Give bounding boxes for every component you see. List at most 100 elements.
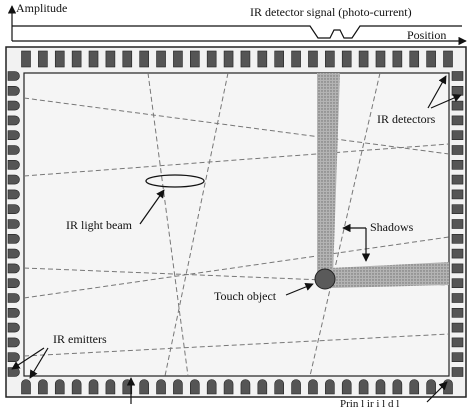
ir-emitter xyxy=(341,379,352,395)
ir-detectors-label: IR detectors xyxy=(377,112,436,126)
arrow-detectors-right xyxy=(430,94,462,109)
ir-emitter xyxy=(206,379,217,395)
ir-emitter xyxy=(7,115,20,126)
ir-light-beam-label: IR light beam xyxy=(66,218,132,232)
arrow-light-beam xyxy=(139,189,165,225)
ir-detector xyxy=(451,307,464,318)
ir-detector xyxy=(451,145,464,155)
ir-detector xyxy=(105,50,116,68)
ir-emitter xyxy=(325,379,335,395)
ir-detector xyxy=(156,50,166,68)
ir-emitter xyxy=(7,145,20,155)
ir-emitter xyxy=(409,379,420,395)
ir-detector xyxy=(274,50,285,68)
ir-detector xyxy=(451,71,464,81)
ir-emitter xyxy=(54,379,65,395)
ir-detector xyxy=(392,50,403,68)
ir-detector xyxy=(451,263,464,274)
ir-detector xyxy=(426,50,436,68)
ir-emitter xyxy=(7,352,20,362)
ir-detector xyxy=(451,293,464,303)
annotation-arrows xyxy=(11,75,462,404)
ir-emitters-label: IR emitters xyxy=(53,332,107,346)
ir-detector xyxy=(88,50,99,68)
ir-emitter xyxy=(156,379,166,395)
horizontal-shadow xyxy=(331,262,449,288)
ir-beams xyxy=(23,72,450,377)
ir-detector xyxy=(451,204,464,214)
ir-emitter xyxy=(105,379,116,395)
touch-object-label: Touch object xyxy=(214,289,277,303)
ir-emitter xyxy=(7,174,20,185)
ir-emitter xyxy=(7,308,20,318)
ir-emitter xyxy=(7,367,20,377)
shadows-label: Shadows xyxy=(370,220,414,234)
ir-emitter xyxy=(7,248,20,259)
ir-emitter xyxy=(443,379,453,395)
ir-emitter xyxy=(7,293,20,303)
bottom-cut-label: Prin l ir i l d l xyxy=(340,398,400,410)
ir-emitter xyxy=(7,234,20,244)
arrow-detectors-top xyxy=(427,75,447,109)
ir-emitter xyxy=(223,379,234,395)
ir-detector xyxy=(38,50,48,68)
ir-emitter xyxy=(7,322,20,333)
ir-detector xyxy=(451,130,464,140)
ir-detector xyxy=(325,50,335,68)
ir-detector xyxy=(139,50,149,68)
ir-emitter xyxy=(7,189,20,200)
ir-detector xyxy=(451,352,464,363)
ir-emitter xyxy=(291,379,301,395)
ir-detector xyxy=(122,50,133,68)
ir-detector xyxy=(451,322,464,333)
ir-detector xyxy=(54,50,65,68)
ir-emitter xyxy=(139,379,149,395)
ir-emitter xyxy=(257,379,268,395)
ir-light-beam-highlight xyxy=(145,174,205,188)
ir-emitter xyxy=(7,130,20,140)
ir-detector xyxy=(451,234,464,244)
ir-detector xyxy=(451,189,464,200)
ir-emitter xyxy=(7,86,20,96)
ir-emitter xyxy=(375,379,386,395)
ir-emitter xyxy=(21,379,31,395)
ir-emitter xyxy=(7,219,20,229)
detector-signal-curve xyxy=(12,25,462,39)
ir-emitter xyxy=(308,379,318,395)
ir-emitter xyxy=(7,278,20,288)
ir-emitter xyxy=(7,204,20,214)
ir-beam xyxy=(147,72,189,377)
ir-emitter xyxy=(71,379,82,395)
ir-emitter xyxy=(7,100,20,111)
ir-emitter xyxy=(7,160,20,170)
ir-emitter xyxy=(240,379,251,395)
ir-detector xyxy=(308,50,318,68)
signal-graph xyxy=(7,5,467,46)
ir-detector xyxy=(451,115,464,126)
ir-detector xyxy=(451,219,464,229)
ir-detector xyxy=(240,50,251,68)
ir-detector xyxy=(71,50,82,68)
ir-detector xyxy=(173,50,183,68)
ir-emitter xyxy=(426,379,436,395)
ir-emitter xyxy=(7,337,20,348)
touch-object xyxy=(314,268,336,290)
ir-detector xyxy=(451,160,464,170)
ir-detector xyxy=(451,86,464,96)
ir-detector xyxy=(451,100,464,111)
arrow-emitters-left xyxy=(11,347,45,370)
ir-detector xyxy=(358,50,369,68)
ir-emitter xyxy=(7,263,20,274)
ir-detector xyxy=(443,50,453,68)
arrow-emitters-bottom xyxy=(29,347,49,379)
ir-detector xyxy=(21,50,31,68)
ir-emitter xyxy=(190,379,200,395)
ir-emitter xyxy=(7,71,20,81)
ir-emitter xyxy=(274,379,284,395)
ir-detector xyxy=(291,50,301,68)
ir-beam xyxy=(23,143,450,177)
ir-detector xyxy=(451,367,464,377)
signal-label: IR detector signal (photo-current) xyxy=(250,5,412,19)
ir-emitter xyxy=(392,379,403,395)
